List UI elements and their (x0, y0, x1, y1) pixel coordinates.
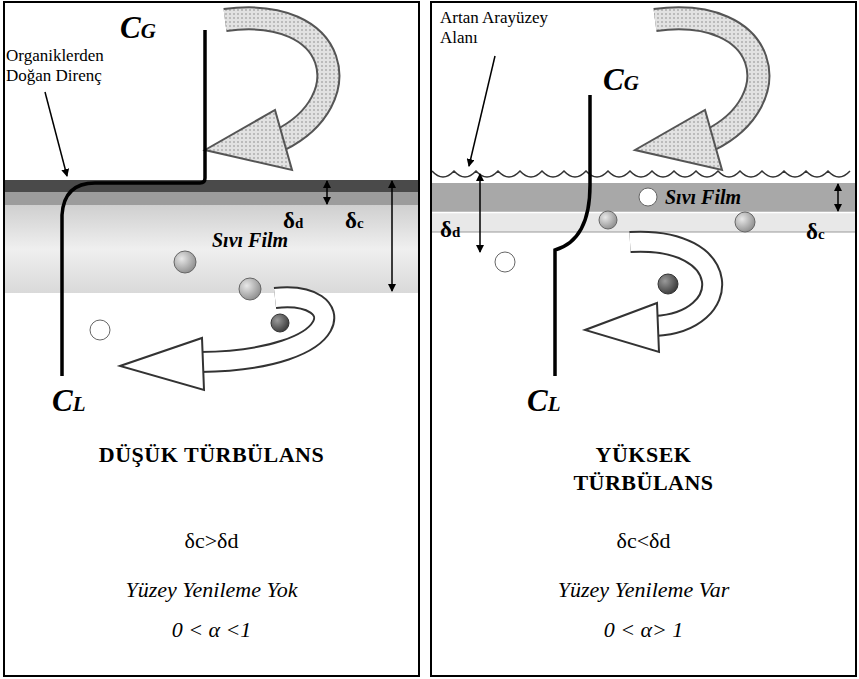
film-label: Sıvı Film (665, 185, 741, 209)
thickness-label: δc (806, 216, 825, 248)
turbulence-panel: YÜKSEK TÜRBÜLANS δc<δdYüzey Yenileme Var 0… (430, 1, 857, 677)
turbulence-panel: DÜŞÜK TÜRBÜLANS δc>δdYüzey Yenileme Yok 0 … (3, 1, 420, 677)
liquid-mixing-arrow (200, 297, 324, 362)
thickness-label: δd (283, 205, 303, 237)
film-label: Sıvı Film (212, 228, 288, 252)
panel-heading: YÜKSEK TÜRBÜLANS (529, 441, 759, 496)
leader-arrow (45, 92, 67, 176)
wavy-interface (432, 171, 850, 177)
concentration-label: CG (120, 8, 156, 48)
thickness-relation: δc>δd (62, 527, 362, 556)
molecule (658, 274, 678, 294)
molecule (639, 188, 657, 206)
annotation-note: Artan Arayüzey Alanı (440, 8, 568, 49)
gas-flow-arrowhead (205, 110, 292, 170)
liquid-mixing-arrow (200, 297, 324, 362)
molecule (239, 278, 261, 300)
organic-layer (3, 180, 420, 192)
surface-renewal-note: Yüzey Yenileme Var (479, 576, 809, 605)
leader-arrow (469, 56, 495, 166)
liquid-film-fill (3, 205, 420, 293)
concentration-profile (555, 95, 590, 376)
concentration-label: CL (52, 381, 86, 421)
alpha-range: 0 < α <1 (62, 616, 362, 645)
molecule (90, 320, 110, 340)
gas-flow-arrowhead (635, 110, 722, 170)
thickness-label: δc (345, 205, 364, 237)
thickness-relation: δc<δd (494, 527, 794, 556)
thickness-arrow (479, 174, 481, 252)
thickness-label: δd (440, 214, 460, 246)
molecule (735, 212, 755, 232)
thickness-arrow (837, 184, 839, 211)
molecule (599, 211, 617, 229)
thickness-arrow (391, 181, 393, 291)
liquid-film-fill (430, 183, 857, 212)
annotation-note: Organiklerden Doğan Direnç (6, 46, 134, 87)
concentration-label: CL (527, 381, 561, 421)
thickness-arrow (326, 181, 328, 204)
liquid-mixing-arrowhead (120, 338, 204, 390)
panel-heading: DÜŞÜK TÜRBÜLANS (97, 441, 327, 469)
molecule (174, 251, 196, 273)
film-lower-layer (430, 213, 857, 232)
molecule (495, 252, 515, 272)
liquid-film-band: Sıvı Film (432, 183, 855, 212)
liquid-mixing-arrowhead (585, 303, 659, 352)
concentration-label: CG (603, 60, 639, 100)
alpha-range: 0 < α> 1 (494, 616, 794, 645)
surface-renewal-note: Yüzey Yenileme Yok (47, 576, 377, 605)
molecule (271, 314, 289, 332)
layer-line (430, 212, 857, 214)
